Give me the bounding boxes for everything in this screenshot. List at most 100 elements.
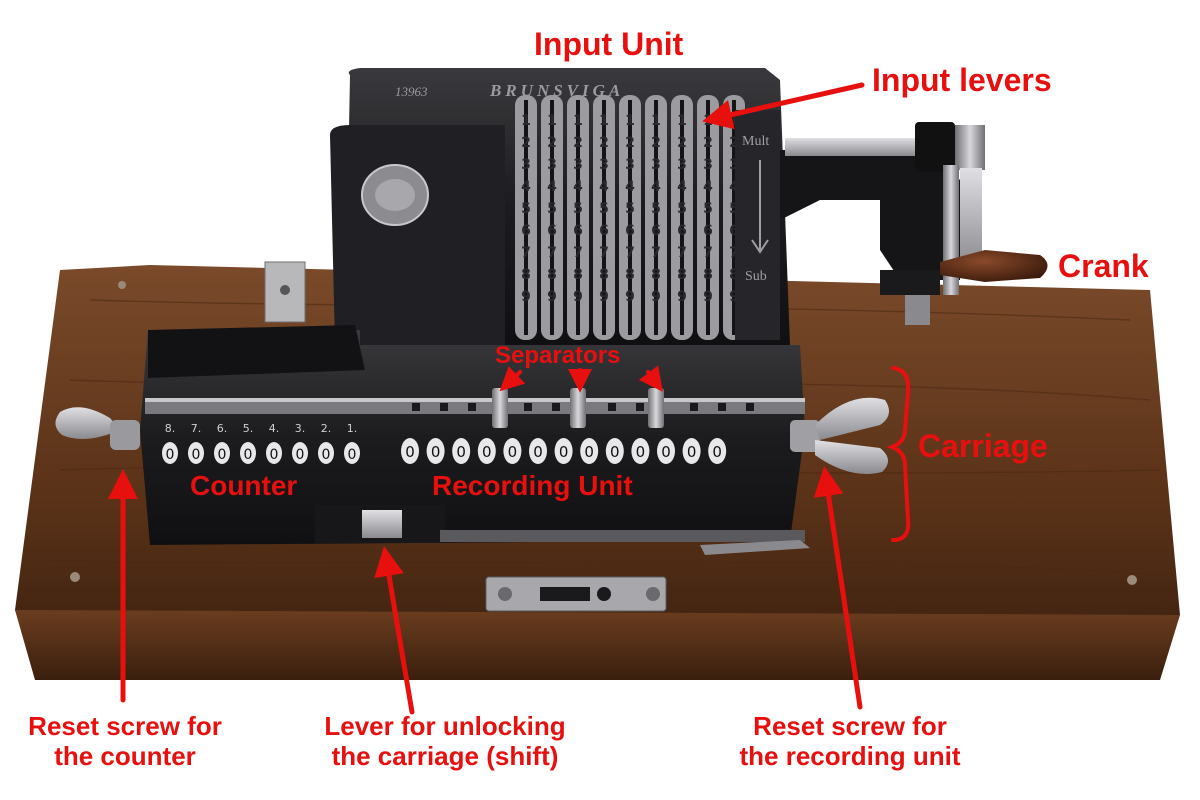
label-reset-recording-line2: the recording unit [739, 740, 961, 771]
input-digit: 8 [651, 267, 661, 283]
input-digit: 2 [625, 135, 635, 151]
input-digit: 5 [573, 201, 583, 217]
counter-position-label: 1. [347, 422, 358, 435]
input-digit: 8 [573, 267, 583, 283]
input-digit: 5 [651, 201, 661, 217]
input-digit: 8 [677, 267, 687, 283]
input-digit: 6 [677, 223, 687, 239]
input-digit: 8 [625, 267, 635, 283]
input-digit: 3 [677, 157, 687, 173]
counter-position-label: 5. [243, 422, 254, 435]
input-digit: 4 [625, 179, 635, 195]
counter-window [240, 442, 256, 464]
input-digit: 9 [547, 289, 557, 305]
counter-digit: 0 [192, 447, 201, 463]
arrow-separator-1 [499, 366, 526, 392]
input-digit: 6 [625, 223, 635, 239]
input-digit: 2 [703, 135, 713, 151]
wooden-base-edge [15, 610, 1180, 680]
input-digit: 3 [573, 157, 583, 173]
recording-digit: 0 [431, 443, 441, 461]
counter-window [214, 442, 230, 464]
input-digit: 4 [599, 179, 609, 195]
recording-window [503, 438, 522, 464]
counter-position-label: 3. [295, 422, 306, 435]
counter-position-label: 2. [321, 422, 332, 435]
input-digit: 7 [677, 245, 687, 261]
recording-window [631, 438, 650, 464]
counter-position-label: 6. [217, 422, 228, 435]
input-digit: 5 [729, 201, 739, 217]
input-lever-columns: 1234567891234567891234567891234567891234… [515, 95, 745, 340]
label-shift-lever-line2: the carriage (shift) [331, 740, 559, 771]
input-digit: 7 [729, 245, 739, 261]
input-digit: 3 [729, 157, 739, 173]
recording-window [529, 438, 547, 464]
input-digit: 2 [729, 135, 739, 151]
label-counter: Counter [190, 470, 298, 501]
recording-digit: 0 [712, 443, 722, 461]
input-digit: 6 [703, 223, 713, 239]
label-input-levers: Input levers [872, 62, 1052, 98]
counter-window [344, 442, 360, 464]
label-carriage: Carriage [918, 428, 1048, 464]
input-digit: 4 [573, 179, 583, 195]
recording-digit: 0 [610, 443, 620, 461]
input-digit: 7 [703, 245, 713, 261]
label-recording-unit: Recording Unit [432, 470, 633, 501]
separator-1 [492, 388, 508, 428]
input-digit: 2 [651, 135, 661, 151]
label-reset-counter-line1: Reset screw for [28, 711, 222, 741]
input-digit: 9 [651, 289, 661, 305]
recording-digit: 0 [456, 443, 466, 461]
recording-digit: 0 [559, 443, 569, 461]
counter-digit: 0 [244, 447, 253, 463]
input-digit: 9 [729, 289, 739, 305]
label-reset-recording: Reset screw for the recording unit [700, 711, 1000, 772]
input-digit: 7 [599, 245, 609, 261]
recording-window [682, 438, 701, 464]
input-digit: 6 [599, 223, 609, 239]
counter-digit: 0 [348, 447, 357, 463]
input-digit: 2 [547, 135, 557, 151]
input-digit: 6 [573, 223, 583, 239]
input-digit: 7 [521, 245, 531, 261]
input-digit: 1 [599, 113, 609, 129]
input-digit: 9 [599, 289, 609, 305]
recording-window [580, 438, 599, 464]
counter-window [292, 442, 308, 464]
input-digit: 5 [599, 201, 609, 217]
counter-window [188, 442, 204, 464]
input-digit: 2 [521, 135, 531, 151]
input-digit: 3 [521, 157, 531, 173]
input-digit: 4 [703, 179, 713, 195]
input-digit: 8 [547, 267, 557, 283]
counter-digit: 0 [166, 447, 175, 463]
input-digit: 8 [703, 267, 713, 283]
counter-window [162, 442, 178, 464]
input-digit: 8 [599, 267, 609, 283]
label-input-unit: Input Unit [534, 26, 684, 62]
input-digit: 4 [521, 179, 531, 195]
input-digit: 1 [625, 113, 635, 129]
input-digit: 4 [729, 179, 739, 195]
recording-window [426, 438, 445, 464]
input-digit: 4 [677, 179, 687, 195]
recording-window [477, 438, 496, 464]
serial-engraving: 13963 [395, 84, 428, 99]
recording-window [452, 438, 471, 464]
recording-window [554, 438, 573, 464]
input-digit: 7 [625, 245, 635, 261]
input-digit: 7 [547, 245, 557, 261]
counter-window [318, 442, 334, 464]
input-digit: 3 [703, 157, 713, 173]
separator-3 [648, 388, 664, 428]
label-separators: Separators [495, 342, 621, 369]
counter-digit-row: 8.07.06.05.04.03.02.01.0 [162, 422, 360, 464]
counter-digit: 0 [270, 447, 279, 463]
recording-window [605, 438, 624, 464]
